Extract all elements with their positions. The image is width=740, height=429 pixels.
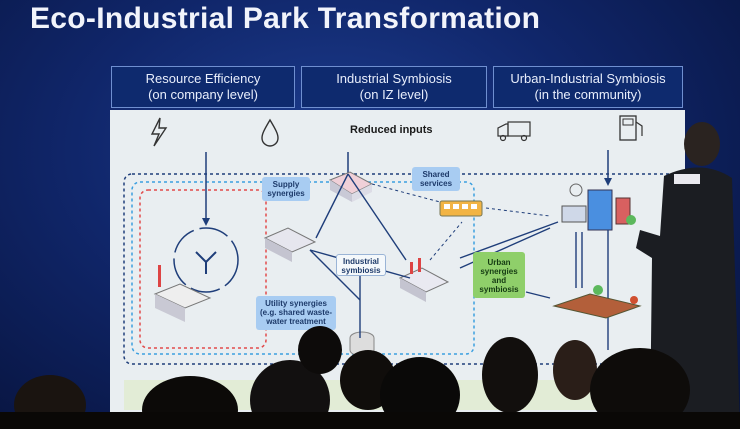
factory-icon	[153, 171, 450, 357]
header-resource-efficiency: Resource Efficiency (on company level)	[111, 66, 295, 108]
fuel-pump-icon	[619, 115, 643, 141]
lightning-icon	[150, 117, 168, 147]
water-drop-icon	[261, 118, 279, 147]
recycle-icon	[173, 227, 239, 293]
utility-line3: water treatment	[266, 317, 326, 326]
label-industrial-symbiosis: Industrial symbiosis	[336, 254, 386, 276]
header-line2: (on company level)	[148, 87, 258, 102]
city-icon	[561, 183, 636, 231]
reduced-inputs-label: Reduced inputs	[350, 124, 433, 136]
label-supply-synergies: Supply synergies	[262, 177, 310, 201]
bus-icon	[439, 200, 483, 217]
header-line1: Industrial Symbiosis	[336, 71, 452, 86]
header-line1: Resource Efficiency	[145, 71, 261, 86]
label-urban-synergies: Urban synergies and symbiosis	[473, 252, 525, 298]
slide-title: Eco-Industrial Park Transformation	[30, 2, 541, 35]
farm-icon	[552, 285, 642, 319]
header-urban-industrial-symbiosis: Urban-Industrial Symbiosis (in the commu…	[493, 66, 683, 108]
label-shared-services: Shared services	[412, 167, 460, 191]
header-industrial-symbiosis: Industrial Symbiosis (on IZ level)	[301, 66, 487, 108]
red-boundary	[139, 189, 267, 349]
header-line2: (in the community)	[534, 87, 642, 102]
truck-icon	[497, 121, 531, 142]
header-line1: Urban-Industrial Symbiosis	[510, 71, 666, 86]
utility-line1: Utility synergies	[265, 299, 327, 308]
utility-line2: (e.g. shared waste-	[259, 308, 333, 317]
label-utility-synergies: Utility synergies (e.g. shared waste- wa…	[256, 296, 336, 330]
header-line2: (on IZ level)	[359, 87, 429, 102]
